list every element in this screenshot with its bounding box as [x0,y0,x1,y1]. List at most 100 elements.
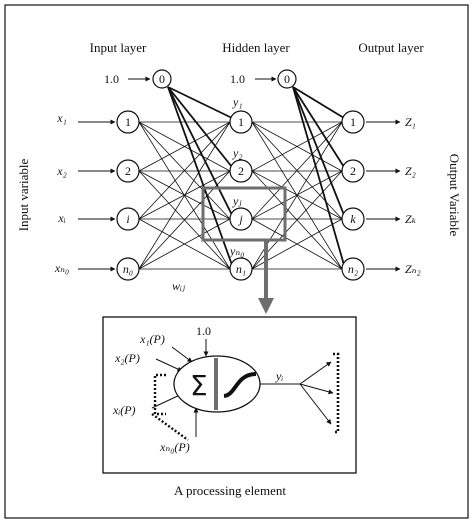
output-var-2: Z₂ [405,164,416,178]
output-layer-title: Output layer [358,40,424,55]
output-node-0-label: 1 [350,115,356,129]
hidden-output-yn0: yₙ₀ [229,244,244,258]
hidden-output-y1: y₁ [232,95,243,109]
output-variables: Z₁ Z₂ Zₖ Zₙ₂ [366,115,421,276]
bias-in-to-hid3 [167,86,233,266]
input-node-2-label: i [126,212,129,226]
hidden-node-3-label: n₁ [236,262,246,276]
hidden-bias-node-circle [277,69,297,89]
pe-arrow-x2 [155,358,183,372]
connection-in2-hid0 [138,121,231,220]
input-var-n0: xₙ₀ [54,261,69,275]
input-node-3: n₀ [116,257,140,281]
output-node-1: 2 [341,159,365,183]
input-hidden-connections [138,86,233,270]
input-node-0: 1 [116,110,140,134]
pe-fan-mid [299,383,334,395]
output-node-0-circle [341,110,365,134]
hidden-output-yj: yⱼ [232,194,242,208]
network-nodes: 0 0 1 2 i n₀ 1 2 j n₁ 1 2 k n₂ [116,69,365,281]
pe-fan-up [299,361,332,385]
hidden-bias-value: 1.0 [230,72,245,86]
hidden-node-1: 2 [229,159,253,183]
bias-hid-to-out1 [292,86,345,168]
output-node-3-label: n₂ [348,262,358,276]
output-var-n2: Zₙ₂ [405,262,421,276]
connection-in3-hid2 [138,218,231,270]
pe-arrow-xi [151,393,183,409]
hidden-node-2-label: j [237,212,243,226]
pe-sigmoid-curve [223,372,257,398]
output-node-1-circle [341,159,365,183]
bias-hid-to-out2 [292,86,345,216]
pe-bias-one: 1.0 [196,324,211,338]
output-node-2: k [341,207,365,231]
input-node-2: i [116,207,140,231]
bias-in-to-hid2 [167,86,233,216]
pe-bottom-dotted [151,413,189,441]
output-node-2-label: k [350,212,356,226]
input-variables: x₁ x₂ xᵢ xₙ₀ [54,111,116,275]
output-var-1: Z₁ [405,115,416,129]
pe-arrow-x1 [171,346,193,363]
bias-in-to-hid1 [167,86,233,168]
hidden-node-3-circle [229,257,253,281]
pe-input-x2: x₂(P) [114,351,140,365]
pe-fan-down [299,383,332,425]
hidden-bias-node-label: 0 [284,72,290,86]
input-node-0-circle [116,110,140,134]
highlight-box [201,186,287,242]
input-node-1-circle [116,159,140,183]
pe-caption: A processing element [174,483,286,498]
output-node-3: n₂ [341,257,365,281]
connection-hid1-out0 [251,121,343,172]
hidden-node-1-circle [229,159,253,183]
hidden-bias-node: 0 [277,69,297,89]
bias-hid-to-out3 [292,86,345,266]
output-variable-label: Output Variable [447,154,462,237]
input-bias-node-label: 0 [159,72,165,86]
hidden-node-2: j [229,207,253,231]
output-node-2-circle [341,207,365,231]
input-node-3-label: n₀ [123,262,133,276]
pe-bias-value: x₁(P) [139,332,165,346]
processing-element-panel: x₁(P) 1.0 x₂(P) xᵢ(P) xₙ₀(P) Σ yᵢ [102,316,357,474]
output-node-3-circle [341,257,365,281]
input-var-i: xᵢ [57,211,65,225]
input-node-1: 2 [116,159,140,183]
output-node-0: 1 [341,110,365,134]
pe-left-bracket [153,373,166,416]
input-node-3-circle [116,257,140,281]
weight-label: wᵢⱼ [172,279,186,293]
bias-hid-to-out0 [292,86,345,119]
hidden-layer-title: Hidden layer [222,40,290,55]
zoom-arrow-head [258,298,274,314]
input-bias-value: 1.0 [104,72,119,86]
input-var-2: x₂ [56,164,67,178]
hidden-node-3: n₁ [229,257,253,281]
input-node-0-label: 1 [125,115,131,129]
pe-right-bracket [333,352,340,434]
input-variable-label: Input variable [16,158,31,231]
outer-frame [4,4,469,519]
connection-in1-hid0 [138,121,231,172]
connection-hid2-out0 [251,121,343,220]
hidden-node-0: 1 [229,110,253,134]
input-layer-title: Input layer [90,40,147,55]
hidden-node-0-label: 1 [238,115,244,129]
pe-input-xn0: xₙ₀(P) [159,440,190,454]
input-bias-node-circle [152,69,172,89]
pe-input-xi: xᵢ(P) [112,403,136,417]
output-var-k: Zₖ [405,212,417,226]
bias-in-to-hid0 [167,86,233,119]
hidden-output-y2: y₂ [232,146,243,160]
input-bias-node: 0 [152,69,172,89]
input-node-1-label: 2 [125,164,131,178]
pe-output-label: yᵢ [275,369,283,383]
hidden-node-2-circle [229,207,253,231]
output-node-1-label: 2 [350,164,356,178]
input-var-1: x₁ [56,111,67,125]
pe-sum-symbol: Σ [190,369,208,402]
hidden-output-connections [251,86,345,270]
